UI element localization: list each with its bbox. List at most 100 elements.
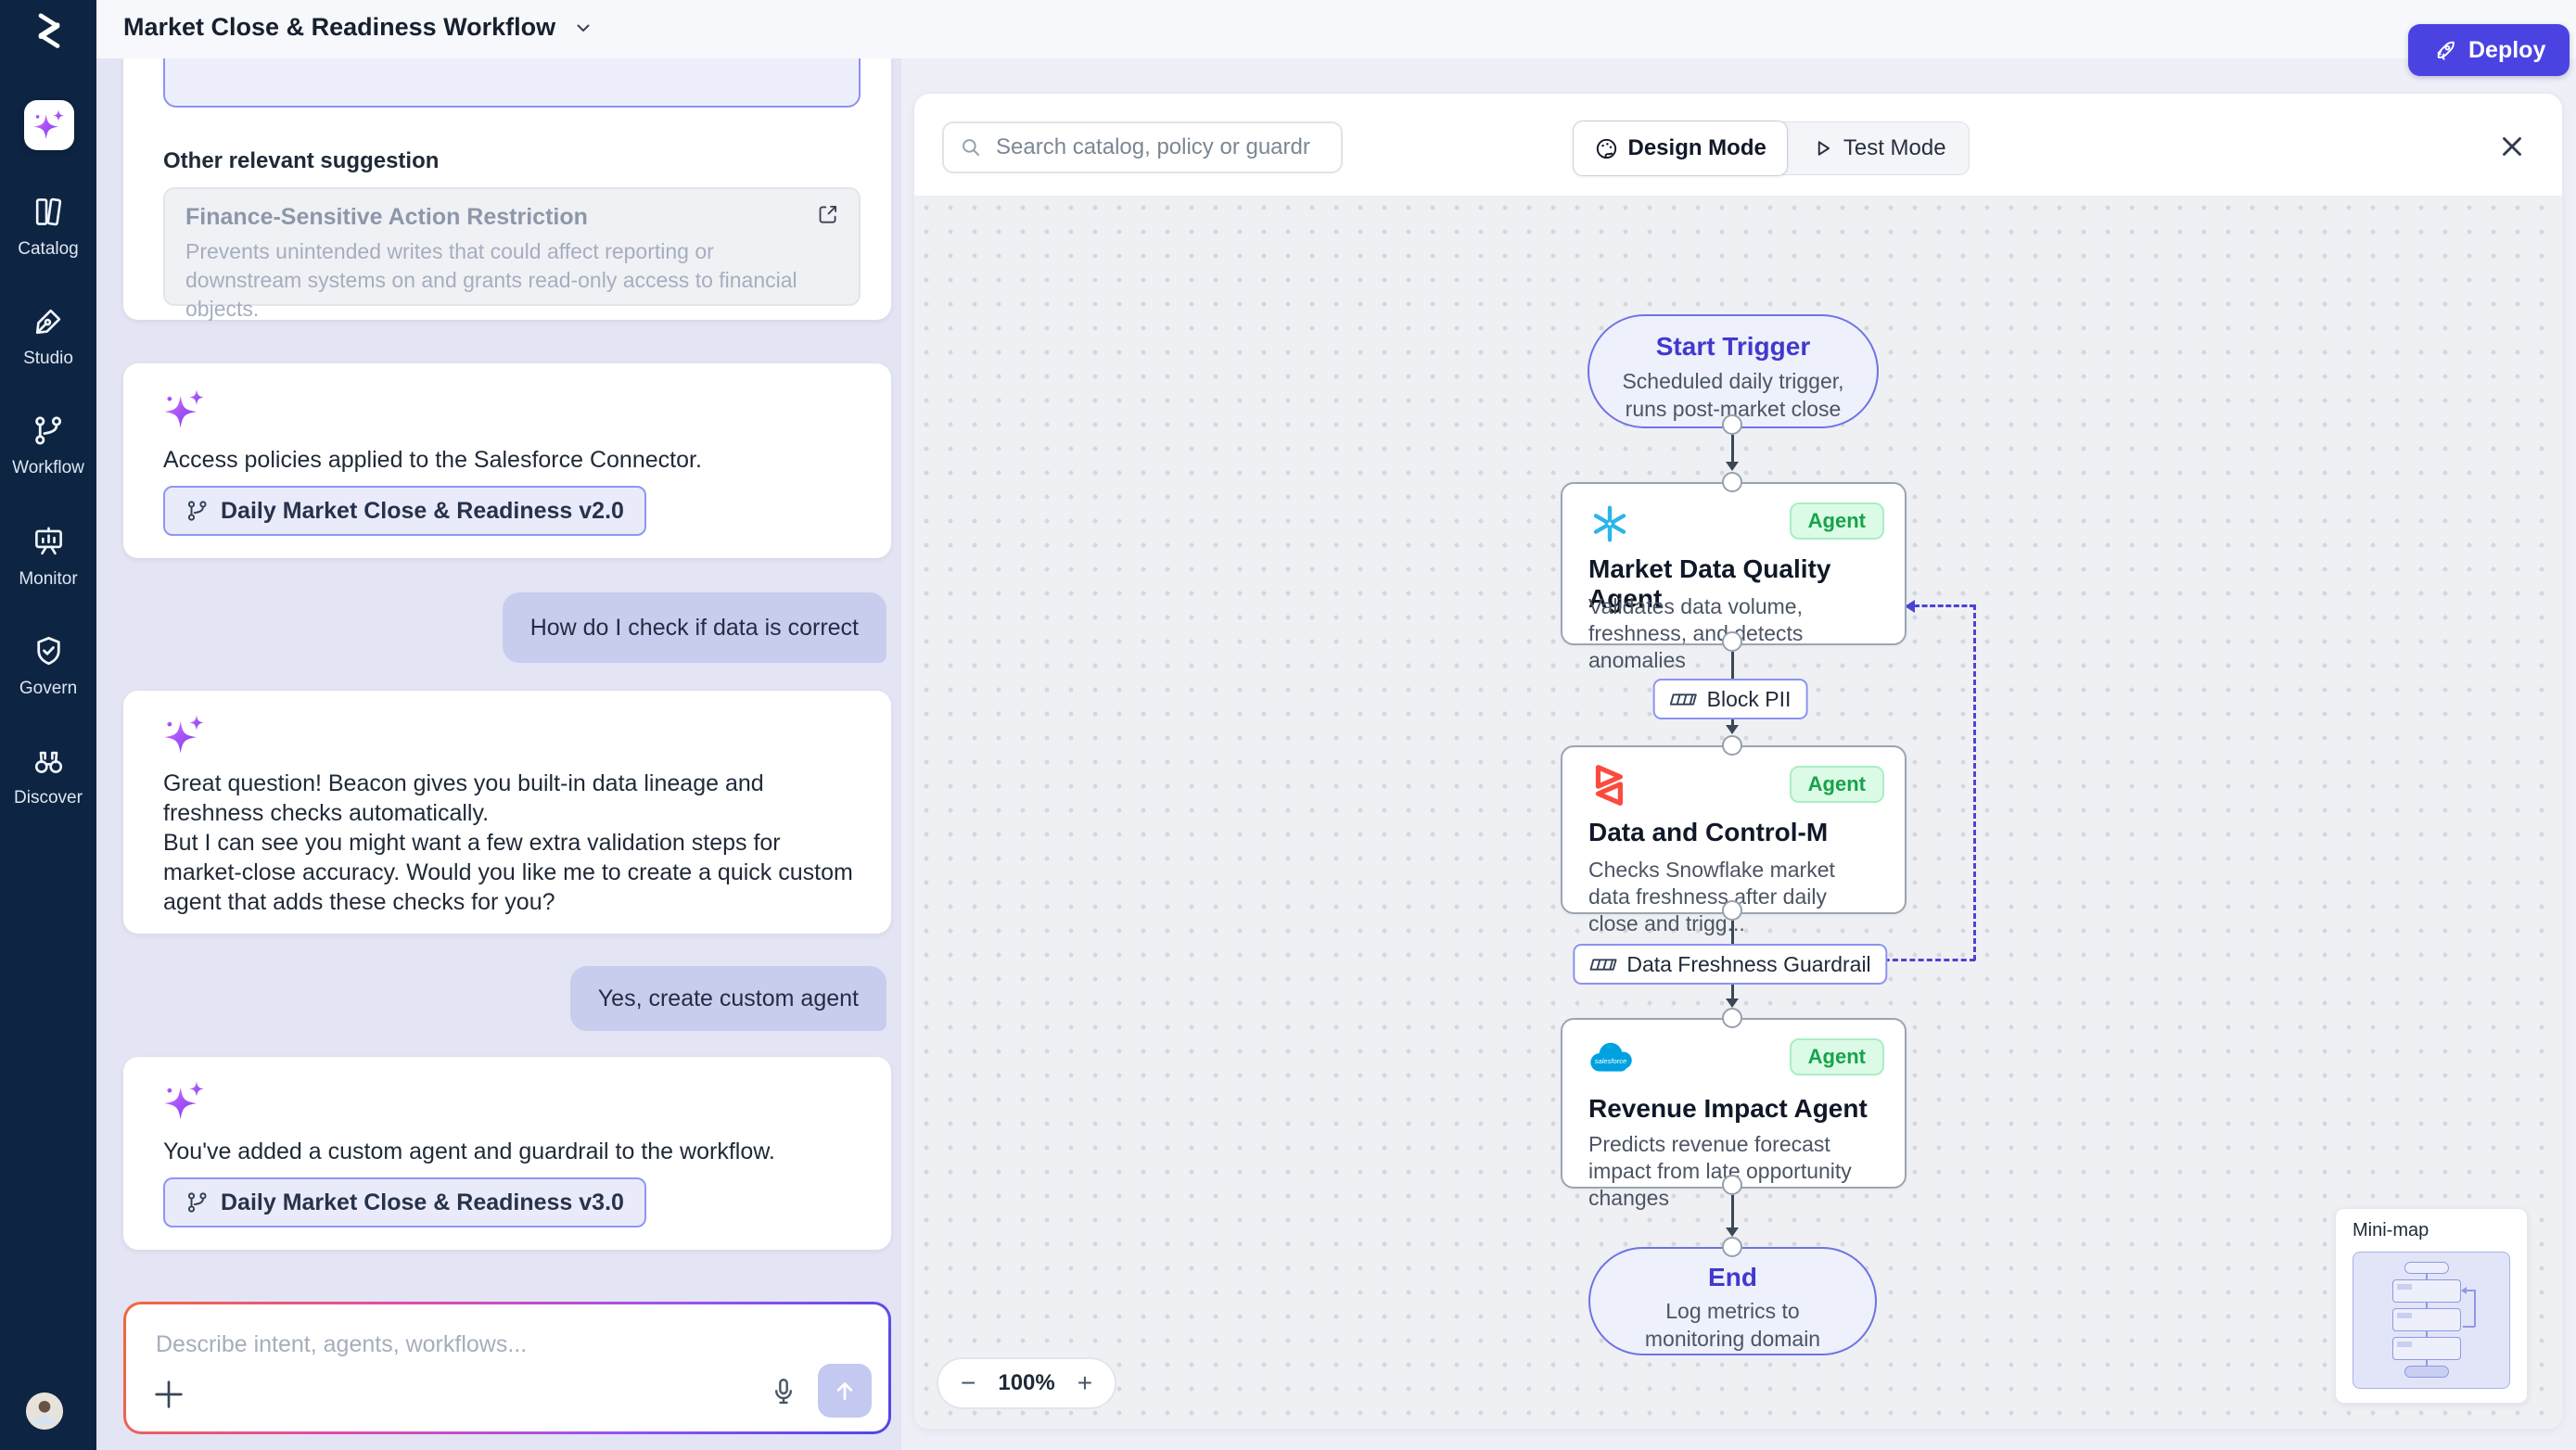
connector-port[interactable] [1722,1237,1742,1257]
sidebar-item-monitor[interactable]: Monitor [0,525,96,590]
connector-port[interactable] [1722,414,1742,435]
test-mode-label: Test Mode [1843,135,1946,160]
salesforce-wordmark: salesforce [1595,1057,1627,1065]
connector-arrow [1726,462,1739,471]
connector-port[interactable] [1722,735,1742,756]
node-end[interactable]: End Log metrics to monitoring domain [1588,1247,1877,1355]
sidebar-label: Govern [19,679,78,698]
minimap-node [2392,1279,2461,1303]
node-title: End [1708,1263,1757,1291]
monitor-board-icon [32,525,66,559]
connector-arrow [1726,1227,1739,1237]
sidebar-item-studio[interactable]: Studio [0,304,96,369]
canvas-search-box [942,121,1343,173]
sidebar-label: Workflow [12,458,84,477]
assistant-message-policies: Access policies applied to the Salesforc… [123,363,891,558]
connector-port[interactable] [1722,900,1742,921]
suggestion-description: Prevents unintended writes that could af… [185,239,797,321]
minimap[interactable]: Mini-map [2335,1208,2528,1404]
answer-paragraph-2: But I can see you might want a few extra… [163,830,853,915]
pen-nib-icon [32,304,66,338]
sidebar-label: Studio [23,349,73,368]
sidebar-item-workflow[interactable]: Workflow [0,413,96,478]
node-data-and-control-m[interactable]: Agent Data and Control-M Checks Snowflak… [1561,745,1906,935]
canvas-search-input[interactable] [994,134,1313,161]
sidebar-item-govern[interactable]: Govern [0,634,96,699]
rocket-icon [2432,38,2457,63]
node-revenue-impact-agent[interactable]: salesforce Agent Revenue Impact Agent Pr… [1561,1018,1906,1210]
connector-port[interactable] [1722,472,1742,492]
workflow-version-chip-v2[interactable]: Daily Market Close & Readiness v2.0 [163,486,646,536]
guardrail-label: Data Freshness Guardrail [1626,951,1871,976]
assistant-message-added: You've added a custom agent and guardrai… [123,1057,891,1250]
node-description: Predicts revenue forecast impact from la… [1588,1132,1852,1210]
external-link-icon[interactable] [816,202,840,226]
connector-line [1731,977,1734,999]
minimap-node [2404,1366,2449,1378]
node-title: Data and Control-M [1588,818,1829,846]
answer-paragraph-1: Great question! Beacon gives you built-i… [163,770,764,826]
send-button[interactable] [818,1364,872,1418]
chip-label: Daily Market Close & Readiness v2.0 [221,497,624,524]
chevron-down-icon[interactable] [572,17,594,39]
sidebar-item-ai-assistant[interactable] [24,100,74,150]
user-message-text: How do I check if data is correct [529,614,859,641]
sidebar: Catalog Studio Workflow Monitor Govern D… [0,0,96,1450]
sidebar-label: Catalog [18,239,79,259]
page-title: Market Close & Readiness Workflow [123,13,556,41]
suggestion-item[interactable]: Finance-Sensitive Action Restriction Pre… [163,187,861,321]
node-description: Validates data volume, freshness, and de… [1588,594,1804,672]
palette-icon [1594,136,1619,161]
minimap-feedback-line [2467,1290,2475,1291]
test-mode-button[interactable]: Test Mode [1788,135,1969,161]
branch-icon [32,413,66,448]
sidebar-label: Monitor [19,569,78,589]
sparkles-icon [160,386,209,434]
assistant-text: Access policies applied to the Salesforc… [163,447,702,473]
minimap-node [2392,1337,2461,1360]
minimap-feedback-line [2474,1290,2476,1327]
deploy-button[interactable]: Deploy [2408,24,2570,76]
sidebar-item-discover[interactable]: Discover [0,744,96,808]
zoom-out-button[interactable]: − [961,1368,976,1397]
connector-port[interactable] [1722,1008,1742,1028]
composer-input[interactable] [154,1323,825,1366]
zoom-in-button[interactable]: + [1077,1368,1093,1397]
connector-arrow [1726,725,1739,734]
minimap-node [2392,1308,2461,1331]
connector-port[interactable] [1722,631,1742,652]
workflow-version-chip-v3[interactable]: Daily Market Close & Readiness v3.0 [163,1177,646,1227]
books-icon [32,195,66,229]
sidebar-item-catalog[interactable]: Catalog [0,195,96,260]
app-logo-icon[interactable] [24,7,70,54]
guardrail-chip-data-freshness[interactable]: Data Freshness Guardrail [1573,944,1888,985]
person-icon [26,1393,63,1430]
node-title: Revenue Impact Agent [1588,1094,1868,1123]
snowflake-icon [1588,502,1631,545]
design-mode-button[interactable]: Design Mode [1572,121,1788,176]
connector-port[interactable] [1722,1175,1742,1195]
sparkles-icon [31,107,68,144]
node-description: Checks Snowflake market data freshness a… [1588,858,1835,935]
minimap-viewport[interactable] [2353,1252,2510,1389]
assistant-text: Great question! Beacon gives you built-i… [163,769,857,917]
workflow-canvas-panel: Design Mode Test Mode [913,93,2563,1430]
shield-check-icon [32,634,66,668]
node-start-trigger[interactable]: Start Trigger Scheduled daily trigger, r… [1588,314,1879,428]
guardrail-chip-block-pii[interactable]: Block PII [1652,679,1808,719]
user-message-bubble: How do I check if data is correct [502,592,886,663]
close-icon[interactable] [2496,131,2528,162]
sidebar-label: Discover [14,788,83,808]
bmc-control-m-icon [1587,762,1633,808]
zoom-control: − 100% + [937,1357,1117,1409]
agent-badge: Agent [1789,766,1884,803]
zoom-level: 100% [998,1370,1055,1395]
guardrail-icon [1589,955,1617,974]
attach-plus-icon[interactable] [150,1376,187,1413]
guardrail-icon [1670,690,1698,709]
node-market-data-quality-agent[interactable]: Agent Market Data Quality Agent Validate… [1561,482,1906,672]
chip-label: Daily Market Close & Readiness v3.0 [221,1189,624,1215]
branch-icon [185,499,210,523]
user-avatar[interactable] [26,1393,63,1430]
mic-icon[interactable] [768,1376,799,1407]
